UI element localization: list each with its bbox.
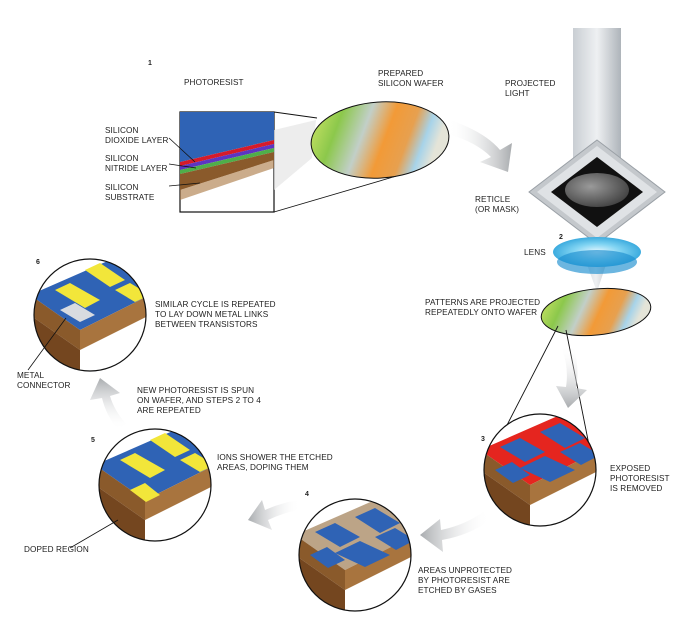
exposed-wafer	[540, 287, 652, 337]
lens	[553, 237, 641, 274]
prepared-wafer	[310, 101, 450, 179]
label-similar-cycle: SIMILAR CYCLE IS REPEATED TO LAY DOWN ME…	[155, 300, 276, 330]
arrow-to-step6	[90, 378, 126, 430]
step-number-4: 4	[305, 491, 309, 498]
step-number-1: 1	[148, 60, 152, 67]
arrow-to-step4	[420, 512, 490, 552]
label-silicon-nitride: SILICON NITRIDE LAYER	[105, 154, 168, 174]
step-number-3: 3	[481, 436, 485, 443]
arrow-to-projector	[448, 120, 512, 172]
step-number-5: 5	[91, 437, 95, 444]
label-patterns-projected: PATTERNS ARE PROJECTED REPEATEDLY ONTO W…	[425, 298, 541, 318]
label-prepared-wafer: PREPARED SILICON WAFER	[378, 69, 444, 89]
label-silicon-substrate: SILICON SUBSTRATE	[105, 183, 155, 203]
step6-chip	[27, 258, 147, 372]
step5-chip	[69, 428, 212, 549]
label-exposed-photoresist: EXPOSED PHOTORESIST IS REMOVED	[610, 464, 670, 494]
label-areas-unprotected: AREAS UNPROTECTED BY PHOTORESIST ARE ETC…	[418, 566, 513, 596]
step-number-6: 6	[36, 259, 40, 266]
label-doped-region: DOPED REGION	[24, 545, 89, 554]
label-photoresist: PHOTORESIST	[184, 78, 244, 87]
label-projected-light: PROJECTED LIGHT	[505, 79, 556, 99]
step-number-2: 2	[559, 234, 563, 241]
step4-chip	[298, 498, 412, 612]
wafer-cross-section	[168, 111, 275, 213]
step3-chip	[483, 413, 597, 527]
arrow-down-to-step3	[556, 345, 587, 408]
reticle	[528, 139, 666, 245]
label-silicon-dioxide: SILICON DIOXIDE LAYER	[105, 126, 169, 146]
label-new-photoresist: NEW PHOTORESIST IS SPUN ON WAFER, AND ST…	[137, 386, 261, 416]
label-ions-shower: IONS SHOWER THE ETCHED AREAS, DOPING THE…	[217, 453, 333, 473]
label-metal-connector: METAL CONNECTOR	[17, 371, 71, 391]
label-lens: LENS	[524, 248, 546, 257]
label-reticle: RETICLE (OR MASK)	[475, 195, 520, 215]
arrow-to-step5	[248, 500, 300, 530]
